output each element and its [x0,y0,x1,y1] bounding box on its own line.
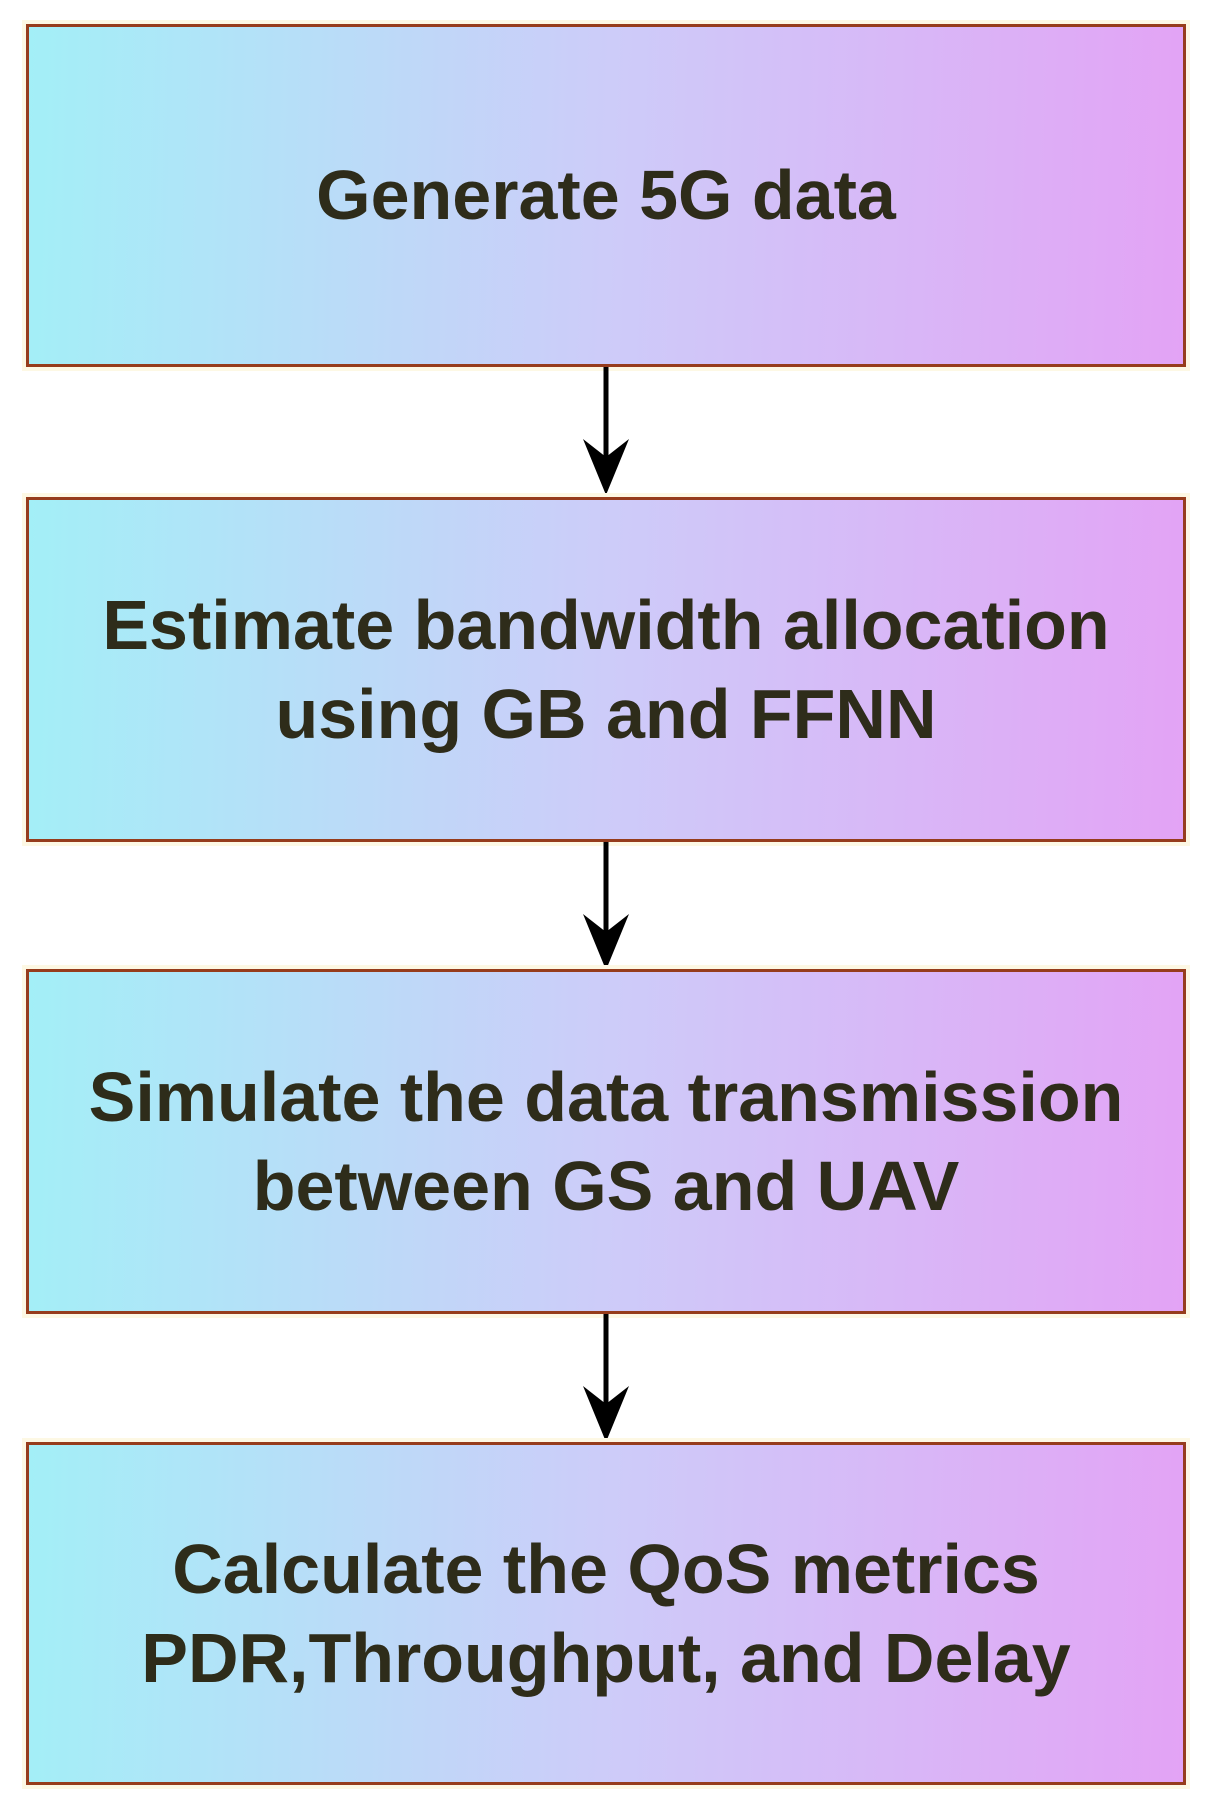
flow-step-estimate-bandwidth: Estimate bandwidth allocation using GB a… [26,497,1186,842]
flow-step-label: using GB and FFNN [275,674,937,753]
flow-step-label: Estimate bandwidth allocation [102,585,1110,664]
arrow-down-icon [583,842,629,970]
flow-step-label: between GS and UAV [252,1146,960,1225]
flow-step-generate-5g-data: Generate 5G data [26,24,1186,367]
flow-step-label: PDR,Throughput, and Delay [141,1618,1071,1697]
flow-step-label: Generate 5G data [316,156,896,235]
flow-step-label: Simulate the data transmission [88,1057,1124,1136]
arrow-down-icon [583,1314,629,1442]
flow-step-calculate-qos: Calculate the QoS metrics PDR,Throughput… [26,1442,1186,1785]
arrow-down-icon [583,367,629,495]
flow-step-simulate-transmission: Simulate the data transmission between G… [26,969,1186,1314]
flow-step-label: Calculate the QoS metrics [172,1529,1040,1608]
